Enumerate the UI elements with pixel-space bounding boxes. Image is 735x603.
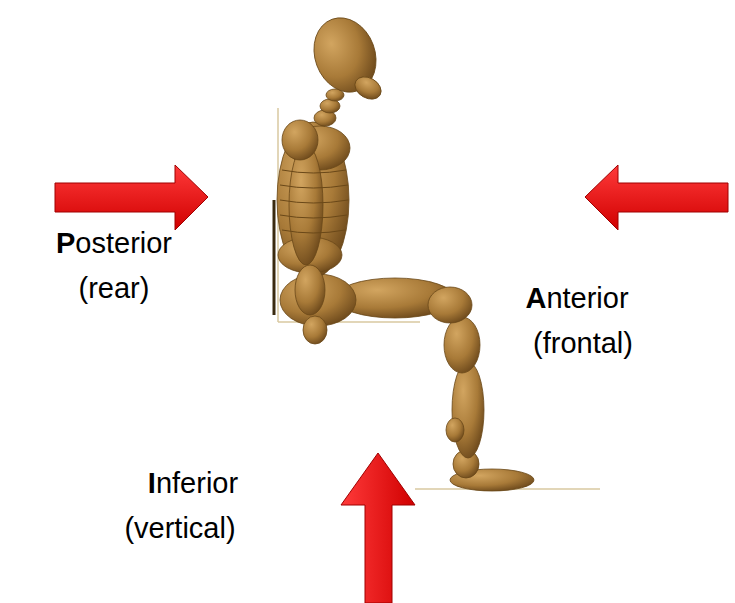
dummy <box>277 9 534 491</box>
direction-note: (vertical) <box>70 512 290 545</box>
inferior-arrow <box>341 453 415 603</box>
anterior-arrow <box>585 165 728 230</box>
direction-label: Inferior <box>83 467 303 500</box>
seat-back <box>273 200 276 315</box>
direction-note: (rear) <box>4 272 224 305</box>
direction-label: Posterior <box>4 227 224 260</box>
rib-bands <box>280 170 348 233</box>
direction-note: (frontal) <box>473 327 693 360</box>
posterior-arrow <box>55 165 208 230</box>
direction-label: Anterior <box>467 282 687 315</box>
